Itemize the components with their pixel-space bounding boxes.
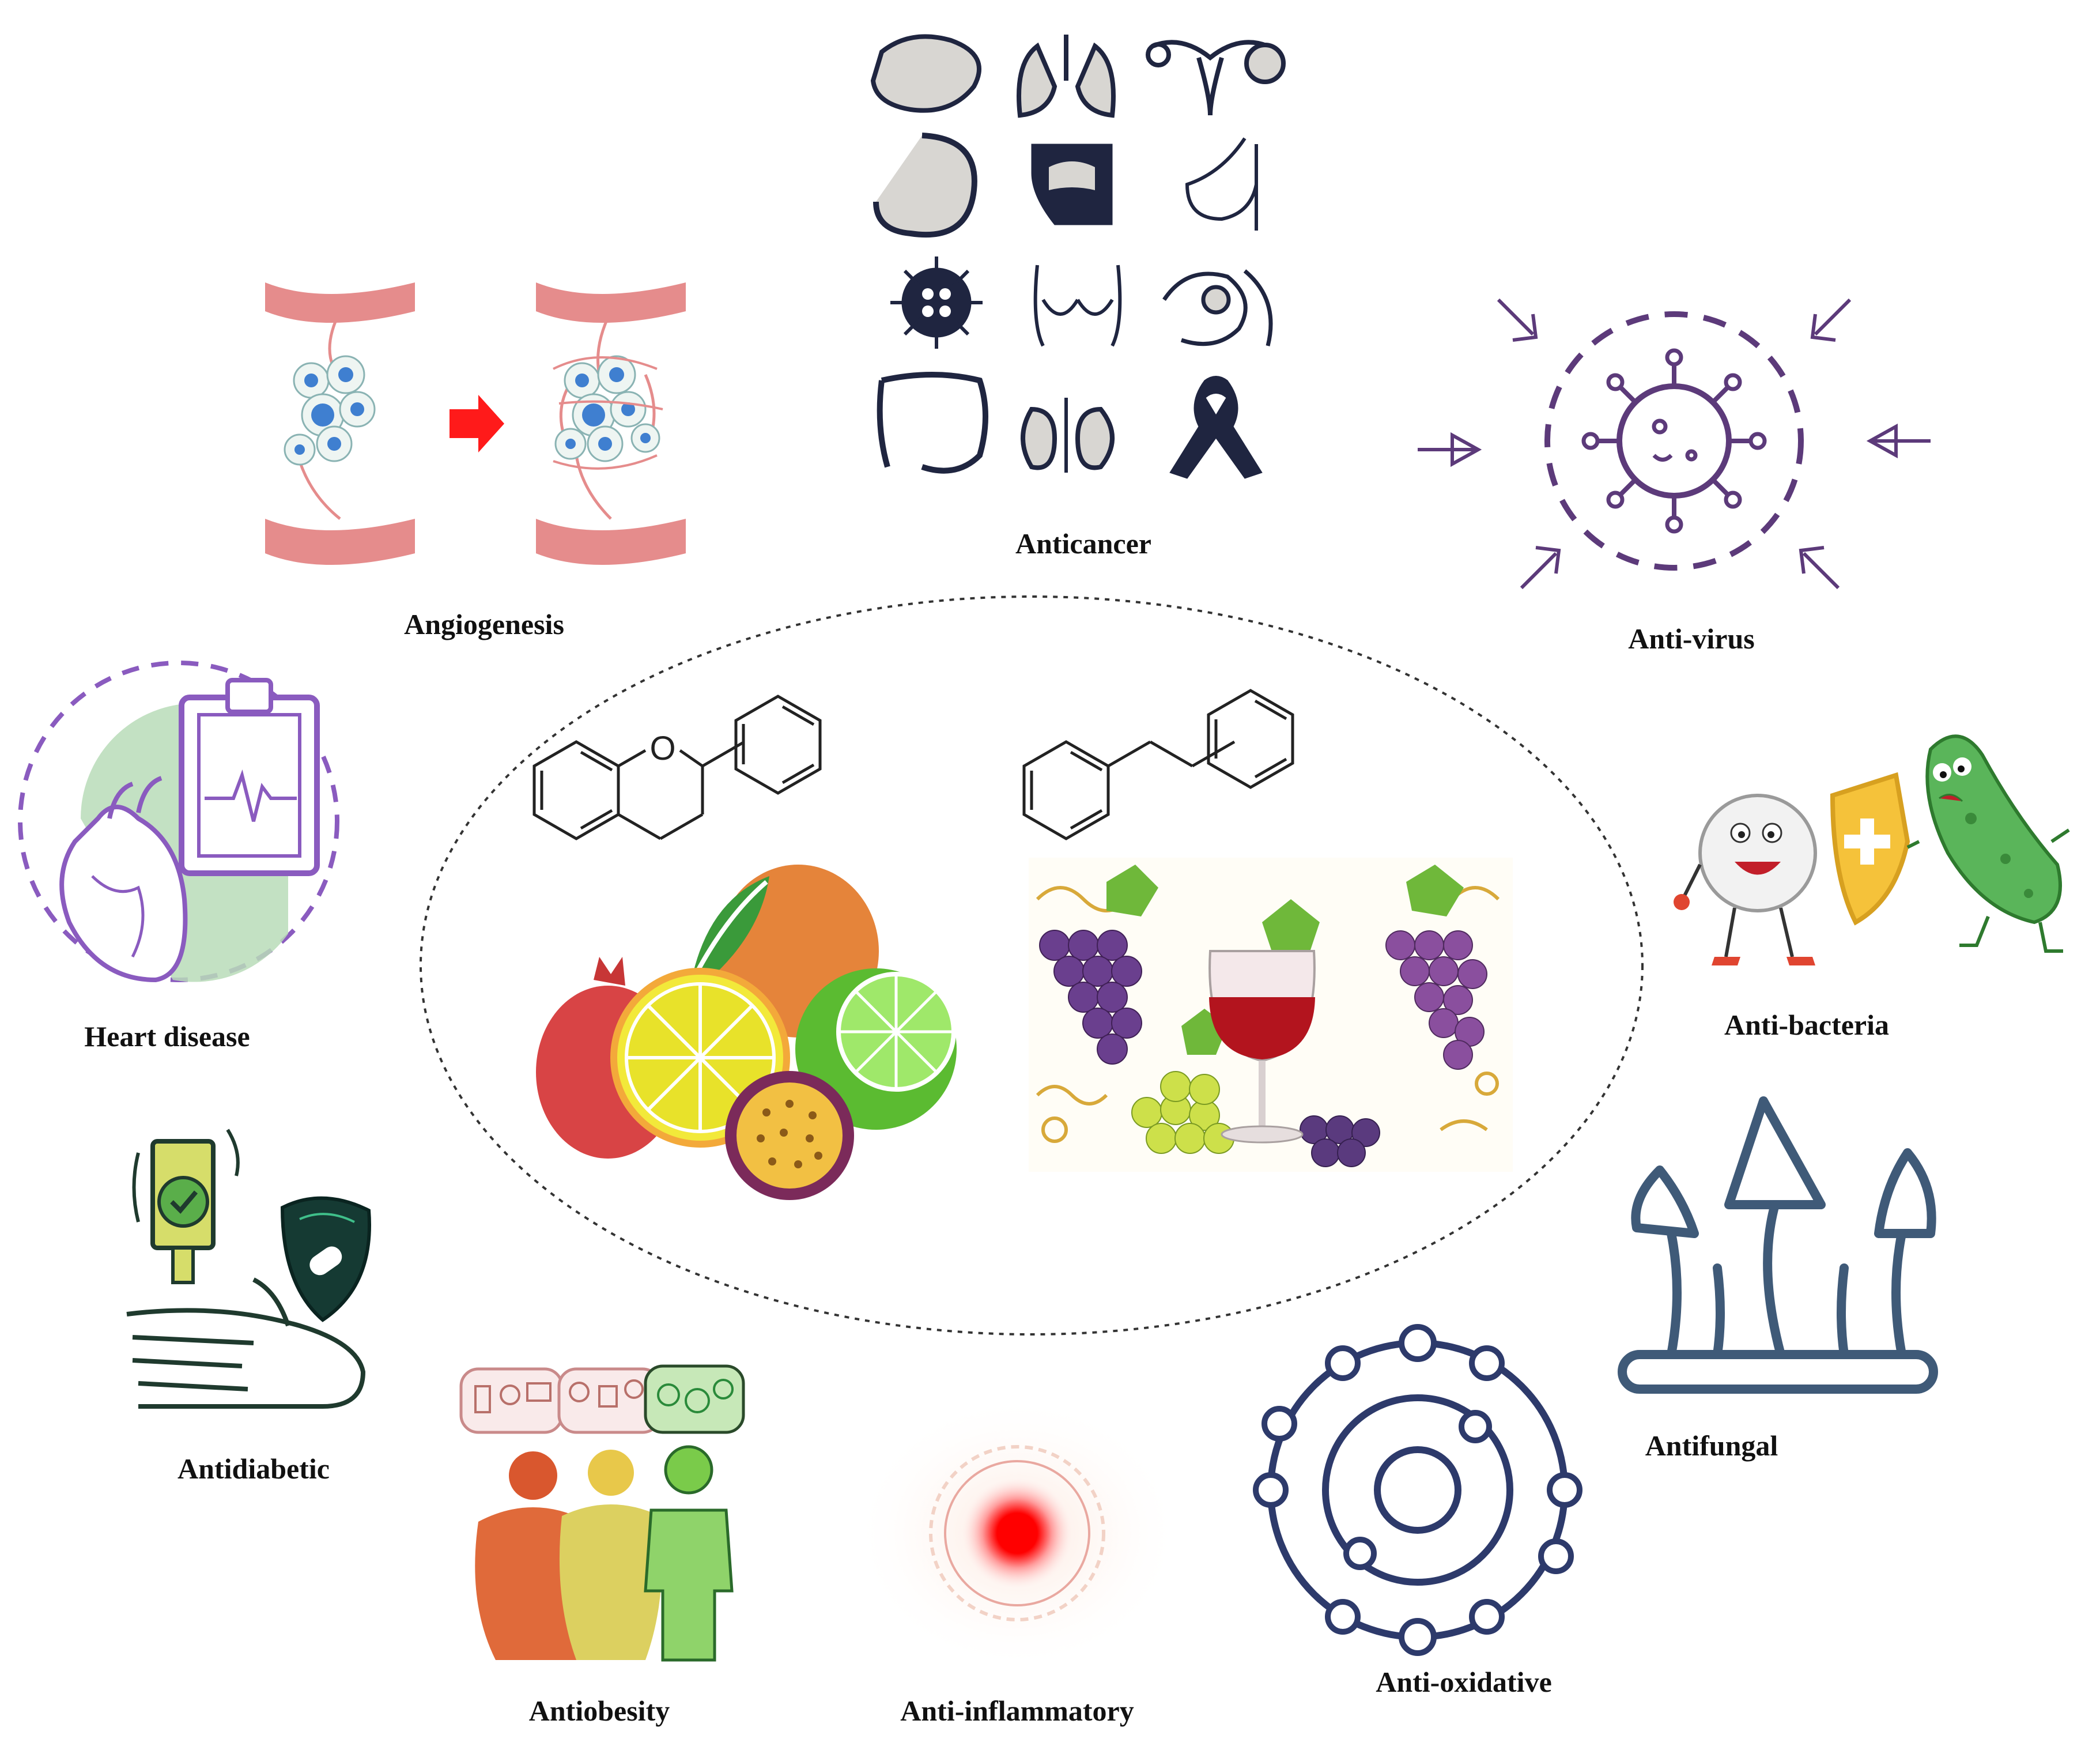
- ovary-icon: [1146, 40, 1286, 116]
- flavan-structure: [532, 695, 822, 840]
- antidiabetic-label: Antidiabetic: [177, 1453, 330, 1485]
- heart-monitor-icon: [18, 661, 339, 983]
- lungs-icon: [1017, 35, 1116, 118]
- anti-inflammatory-label: Anti-inflammatory: [900, 1695, 1134, 1727]
- colon-icon: [877, 372, 988, 474]
- kidney-icon: [1021, 398, 1115, 473]
- electron-orbit-icon: [1253, 1324, 1582, 1656]
- red-arrow-icon: [450, 395, 504, 452]
- body-weight-people-icon: [459, 1364, 745, 1662]
- mushrooms-icon: [1618, 1096, 1938, 1394]
- throat-icon: [1031, 144, 1113, 225]
- torso-icon: [1033, 265, 1122, 347]
- anticancer-label: Anticancer: [1015, 527, 1151, 560]
- liver-icon: [870, 34, 981, 113]
- fruit-illustration: [536, 865, 957, 1200]
- antiobesity-label: Antiobesity: [529, 1695, 670, 1727]
- glucose-meter-hand-icon: [126, 1129, 371, 1409]
- anti-bacteria-label: Anti-bacteria: [1724, 1009, 1889, 1041]
- anticancer-icon-grid: [870, 34, 1286, 479]
- inflammation-glow-icon: [853, 1395, 1181, 1672]
- angiogenesis-label: Angiogenesis: [404, 608, 564, 640]
- breast-profile-icon: [1185, 137, 1258, 231]
- oxygen-atom-label: O: [649, 730, 675, 767]
- stomach-icon: [873, 133, 977, 238]
- heart-disease-label: Heart disease: [84, 1020, 250, 1053]
- anti-oxidative-label: Anti-oxidative: [1376, 1666, 1552, 1698]
- angiogenesis-icon: [265, 282, 686, 565]
- virus-target-icon: [1418, 298, 1931, 590]
- antifungal-label: Antifungal: [1645, 1429, 1778, 1462]
- cancer-cell-icon: [890, 256, 983, 349]
- pill-vs-bacteria-icon: [1674, 734, 2070, 965]
- awareness-ribbon-icon: [1169, 376, 1263, 479]
- anti-virus-label: Anti-virus: [1628, 623, 1754, 655]
- prostate-icon: [1162, 269, 1273, 346]
- center-ellipse: [420, 595, 1644, 1336]
- stilbene-structure: [1022, 689, 1294, 840]
- grapes-wine-illustration: [1029, 858, 1513, 1172]
